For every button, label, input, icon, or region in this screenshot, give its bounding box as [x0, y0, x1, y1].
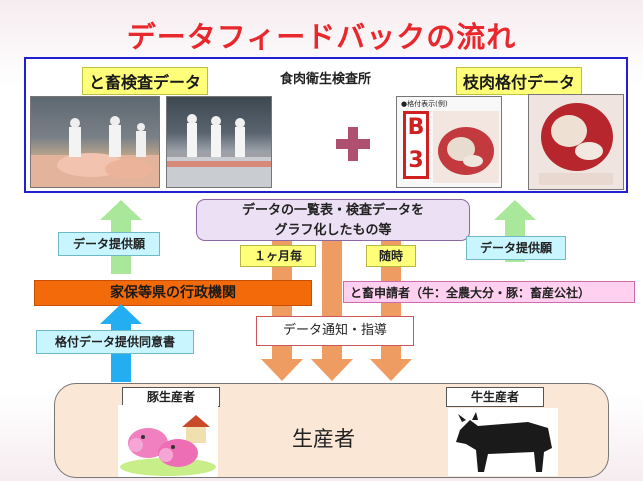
carcass-image-small — [433, 111, 499, 183]
grade-code: B3 — [407, 115, 425, 173]
monthly-label: １ヶ月毎 — [240, 245, 316, 267]
request-left-box: データ提供願 — [58, 232, 160, 256]
slaughter-photo-2 — [166, 96, 272, 188]
admin-box: 家保等県の行政機関 — [34, 280, 312, 306]
summary-box: データの一覧表・検査データを グラフ化したもの等 — [196, 199, 470, 241]
pig-illustration — [118, 405, 218, 477]
grade-card: ●格付表示(例) B3 — [396, 96, 502, 188]
anytime-label: 随時 — [366, 245, 416, 267]
summary-line-2: グラフ化したもの等 — [274, 223, 392, 238]
grade-stamp — [403, 111, 429, 179]
plus-icon-horizontal — [336, 139, 370, 149]
workers-illustration-1 — [31, 116, 159, 187]
inspection-center-label: 食肉衛生検査所 — [280, 72, 372, 87]
carcass-data-badge: 枝肉格付データ — [456, 67, 583, 95]
carcass-photo — [528, 94, 624, 190]
workers-illustration-2 — [167, 114, 271, 187]
carcass-image-large — [529, 95, 623, 189]
cow-illustration — [448, 408, 558, 476]
slaughter-data-badge: と畜検査データ — [82, 67, 209, 95]
slide-title: データフィードバックの流れ — [126, 20, 517, 54]
pig-producer-label: 豚生産者 — [122, 387, 220, 407]
summary-line-1: データの一覧表・検査データを — [241, 203, 424, 218]
request-arrow-right-head — [494, 200, 536, 220]
applicants-box: と畜申請者（牛：全農大分・豚：畜産公社） — [343, 281, 635, 303]
request-right-box: データ提供願 — [466, 236, 566, 260]
consent-box: 格付データ提供同意書 — [36, 330, 194, 354]
feedback-arrow-3-head — [370, 359, 412, 381]
producer-main-label: 生産者 — [292, 427, 355, 451]
request-arrow-left-head — [100, 200, 142, 220]
notice-box: データ通知・指導 — [256, 316, 414, 346]
slaughter-photo-1 — [30, 96, 160, 188]
feedback-arrow-1-head — [261, 359, 303, 381]
cattle-producer-label: 牛生産者 — [446, 387, 544, 407]
consent-arrow-head — [100, 304, 142, 324]
feedback-arrow-2-head — [311, 359, 353, 381]
grade-label: ●格付表示(例) — [401, 100, 448, 108]
